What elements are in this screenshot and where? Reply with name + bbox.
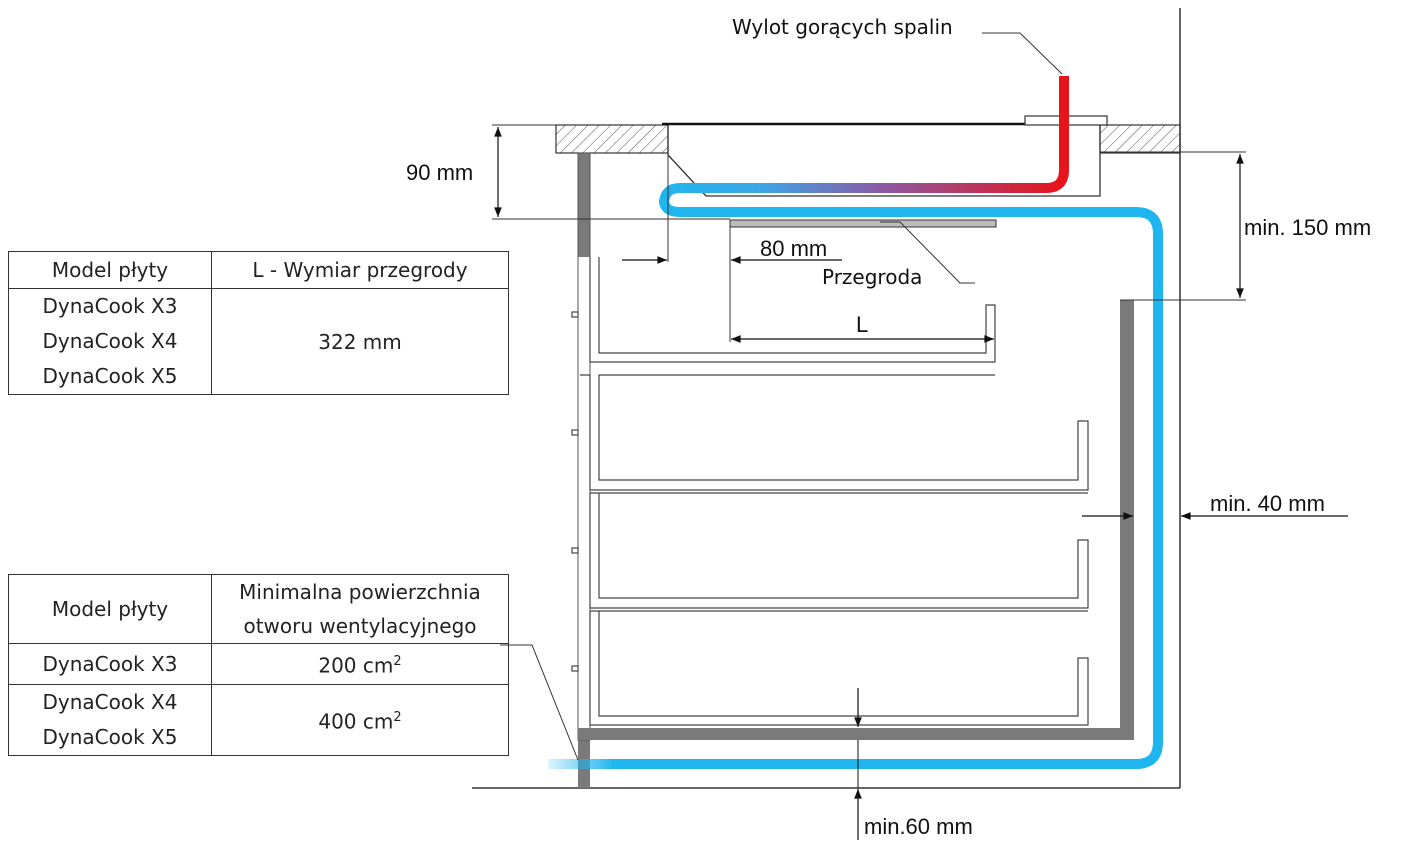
partition-leader: [880, 221, 975, 284]
exhaust-label: Wylot gorących spalin: [732, 15, 953, 39]
worktop-left: [555, 124, 669, 154]
base-panel: [578, 728, 1134, 740]
cabinet-top-panel: [578, 153, 590, 257]
exhaust-outlet-icon: [1059, 78, 1069, 93]
hob-body: [667, 125, 1101, 197]
model-list: DynaCook X3 DynaCook X4 DynaCook X5: [8, 288, 212, 395]
table-row: DynaCook X3 DynaCook X4 DynaCook X5 322 …: [8, 288, 509, 395]
partition-size-value: 322 mm: [211, 288, 509, 395]
table-row: DynaCook X3 200 cm2: [8, 643, 509, 685]
table-row: Model płyty Minimalna powierzchnia otwor…: [8, 574, 509, 644]
partition-plate: [729, 219, 997, 228]
model-name: DynaCook X3: [42, 294, 178, 318]
dim-150-label: min. 150 mm: [1244, 215, 1371, 240]
drawer-2: [571, 374, 1089, 491]
vent-leader: [500, 644, 579, 761]
partition-size-table: Model płyty L - Wymiar przegrody DynaCoo…: [8, 251, 509, 395]
model-list: DynaCook X4 DynaCook X5: [8, 683, 212, 756]
header-vent-area-line2: otworu wentylacyjnego: [243, 614, 477, 638]
header-model: Model płyty: [8, 251, 212, 289]
model-name: DynaCook X5: [42, 724, 178, 749]
header-vent-area: Minimalna powierzchnia otworu wentylacyj…: [211, 574, 509, 644]
partition-label: Przegroda: [822, 265, 922, 289]
vent-area-number: 400 cm: [318, 709, 394, 734]
air-inlet: [548, 759, 614, 769]
drawer-4: [571, 610, 1089, 726]
drawer-top: [571, 257, 996, 363]
vent-area-exponent: 2: [393, 654, 402, 669]
header-partition-size: L - Wymiar przegrody: [211, 251, 509, 289]
exhaust-leader: [982, 32, 1063, 75]
cool-air-flow: [612, 199, 1163, 769]
vent-area-value: 400 cm2: [211, 683, 509, 756]
table-row: Model płyty L - Wymiar przegrody: [8, 251, 509, 289]
vent-area-value: 200 cm2: [211, 643, 509, 685]
model-name: DynaCook X4: [42, 689, 178, 714]
vent-area-exponent: 2: [393, 709, 402, 725]
hot-air-flow: [659, 76, 1069, 205]
model-name: DynaCook X4: [42, 329, 178, 353]
table-row: DynaCook X4 DynaCook X5 400 cm2: [8, 683, 509, 756]
dim-l-label: L: [856, 312, 868, 337]
header-model: Model płyty: [8, 574, 212, 644]
dim-60-label: min.60 mm: [864, 814, 973, 839]
dim-90-label: 90 mm: [406, 160, 473, 185]
header-vent-area-line1: Minimalna powierzchnia: [239, 580, 481, 604]
dim-80-label: 80 mm: [760, 236, 827, 261]
vent-area-table: Model płyty Minimalna powierzchnia otwor…: [8, 574, 509, 756]
model-name: DynaCook X3: [8, 643, 212, 685]
drawer-3: [571, 492, 1089, 609]
model-name: DynaCook X5: [42, 364, 178, 388]
worktop-right: [1099, 124, 1181, 154]
rear-panel: [1120, 300, 1134, 740]
dim-40-label: min. 40 mm: [1210, 491, 1325, 516]
vent-area-number: 200 cm: [318, 653, 394, 678]
